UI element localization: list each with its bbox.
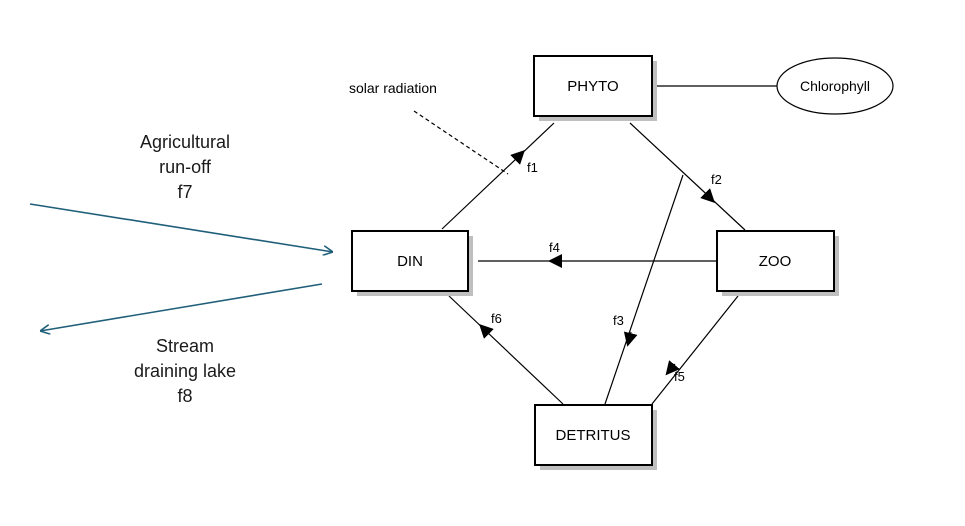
flow-f6-arrowhead [479,324,494,339]
solar-radiation-label: solar radiation [349,80,437,96]
flow-f1-line [441,122,555,230]
node-din: DIN [351,230,473,296]
node-phyto: PHYTO [533,55,657,121]
node-chlorophyll: Chlorophyll [776,57,894,115]
edges [413,85,777,405]
outflow-arrow [40,283,323,331]
node-din-label: DIN [397,253,423,270]
flow-f3-arrowhead [623,331,638,347]
outflow-label-line-3: f8 [177,386,192,406]
inflow-label-line-1: Agricultural [140,132,230,152]
solar-radiation-line [413,110,509,175]
flow-f3-line [604,174,684,405]
flow-f1-arrowhead [510,150,525,165]
flow-f5-label: f5 [674,369,685,384]
node-detritus-label: DETRITUS [556,427,631,444]
inflow-label: Agricultural run-off f7 [140,132,230,202]
flow-f1-label: f1 [527,160,538,175]
node-phyto-label: PHYTO [567,78,618,95]
flow-f2-label: f2 [711,172,722,187]
outflow-label-line-2: draining lake [134,361,236,381]
flow-f5-line [651,295,739,405]
node-zoo-label: ZOO [759,253,792,270]
node-detritus: DETRITUS [534,404,657,470]
external-flows [29,203,333,331]
node-chlorophyll-label: Chlorophyll [800,78,870,94]
outflow-label: Stream draining lake f8 [134,336,236,406]
flow-f2-line [629,122,746,231]
flow-f5-arrowhead [665,360,680,376]
flow-f6-label: f6 [491,311,502,326]
flow-f4-label: f4 [549,240,560,255]
flow-f6-line [448,295,564,405]
inflow-arrow [29,203,333,252]
inflow-label-line-2: run-off [159,157,212,177]
flow-f3-label: f3 [613,313,624,328]
outflow-label-line-1: Stream [156,336,214,356]
flow-f2-arrowhead [700,188,715,203]
inflow-label-line-3: f7 [177,182,192,202]
node-zoo: ZOO [716,230,839,296]
